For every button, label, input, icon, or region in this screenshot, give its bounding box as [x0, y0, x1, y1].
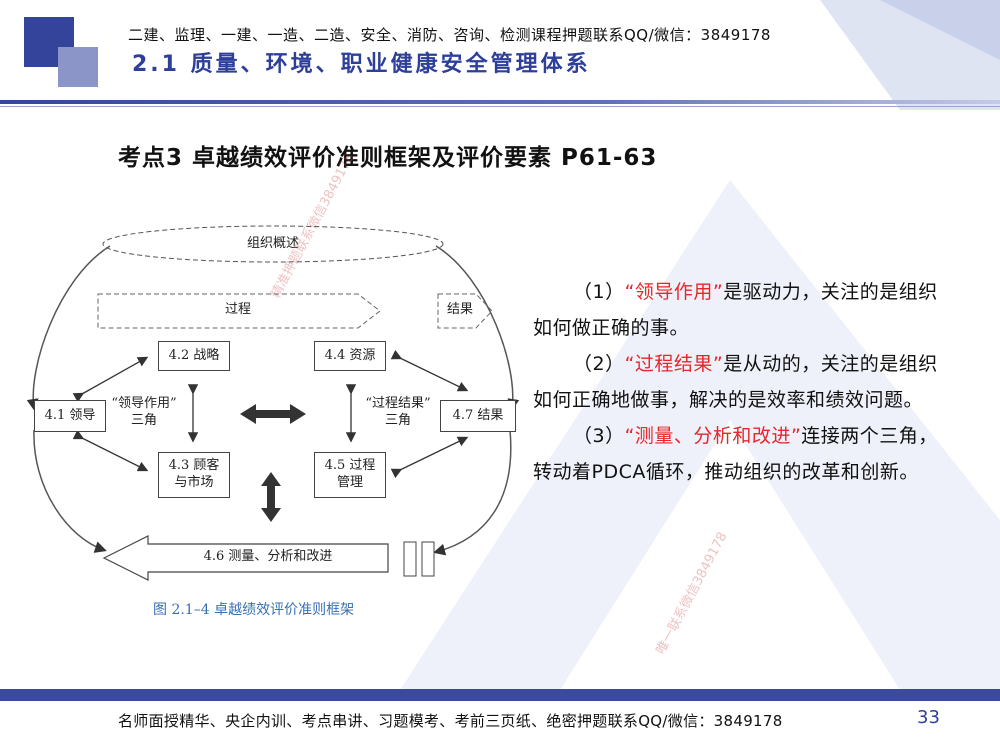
section-title: 考点3 卓越绩效评价准则框架及评价要素 P61-63	[118, 145, 658, 171]
point-2-keyword: “过程结果”	[624, 353, 724, 375]
box-resources: 4.4 资源	[314, 341, 386, 371]
box-leadership: 4.1 领导	[34, 400, 106, 432]
header-logo-square-light	[58, 47, 98, 87]
page-number: 33	[917, 707, 940, 728]
box-results: 4.7 结果	[440, 400, 516, 432]
diagram-results-label: 结果	[446, 302, 473, 317]
process-results-triangle-label: “过程结果” 三角	[365, 396, 431, 428]
box-strategy: 4.2 战略	[158, 341, 230, 371]
diagram-process-label: 过程	[224, 302, 251, 317]
leadership-triangle-label: “领导作用” 三角	[111, 396, 177, 428]
box-customer-market: 4.3 顾客 与市场	[158, 452, 230, 498]
point-3: （3）“测量、分析和改进”连接两个三角，转动着PDCA循环，推动组织的改革和创新…	[533, 418, 953, 490]
point-2-number: （2）	[573, 353, 625, 375]
point-1-text: 是驱动力，关注的是组织如何做正确的事。	[533, 281, 938, 339]
diagram-lines	[26, 225, 520, 581]
point-1: （1）“领导作用”是驱动力，关注的是组织如何做正确的事。	[533, 274, 953, 346]
point-2: （2）“过程结果”是从动的，关注的是组织如何正确地做事，解决的是效率和绩效问题。	[533, 346, 953, 418]
header-contact-text: 二建、监理、一建、一造、二造、安全、消防、咨询、检测课程押题联系QQ/微信：38…	[128, 26, 771, 44]
excellence-framework-diagram: 组织概述 过程 结果 4.1 领导 4.2 战略 4.3 顾客 与市场 4.4 …	[18, 218, 528, 628]
header-divider-thin	[0, 106, 1000, 107]
header-divider	[0, 100, 1000, 104]
box-measurement-analysis: 4.6 测量、分析和改进	[203, 549, 333, 564]
point-2-text: 是从动的，关注的是组织如何正确地做事，解决的是效率和绩效问题。	[533, 353, 938, 411]
footer-contact-text: 名师面授精华、央企内训、考点串讲、习题模考、考前三页纸、绝密押题联系QQ/微信：…	[118, 712, 783, 730]
point-1-keyword: “领导作用”	[624, 281, 724, 303]
watermark-bottom: 唯一联系微信3849178	[653, 529, 731, 657]
box-process-management: 4.5 过程 管理	[314, 452, 386, 498]
point-3-number: （3）	[573, 425, 625, 447]
page-title: 2.1 质量、环境、职业健康安全管理体系	[132, 52, 591, 77]
diagram-caption: 图 2.1–4 卓越绩效评价准则框架	[153, 602, 355, 618]
key-points: （1）“领导作用”是驱动力，关注的是组织如何做正确的事。 （2）“过程结果”是从…	[533, 274, 953, 490]
footer-bar	[0, 689, 1000, 701]
point-3-text: 连接两个三角，转动着PDCA循环，推动组织的改革和创新。	[533, 425, 938, 483]
diagram-overview-label: 组织概述	[246, 236, 299, 251]
point-1-number: （1）	[573, 281, 625, 303]
point-3-keyword: “测量、分析和改进”	[624, 425, 802, 447]
